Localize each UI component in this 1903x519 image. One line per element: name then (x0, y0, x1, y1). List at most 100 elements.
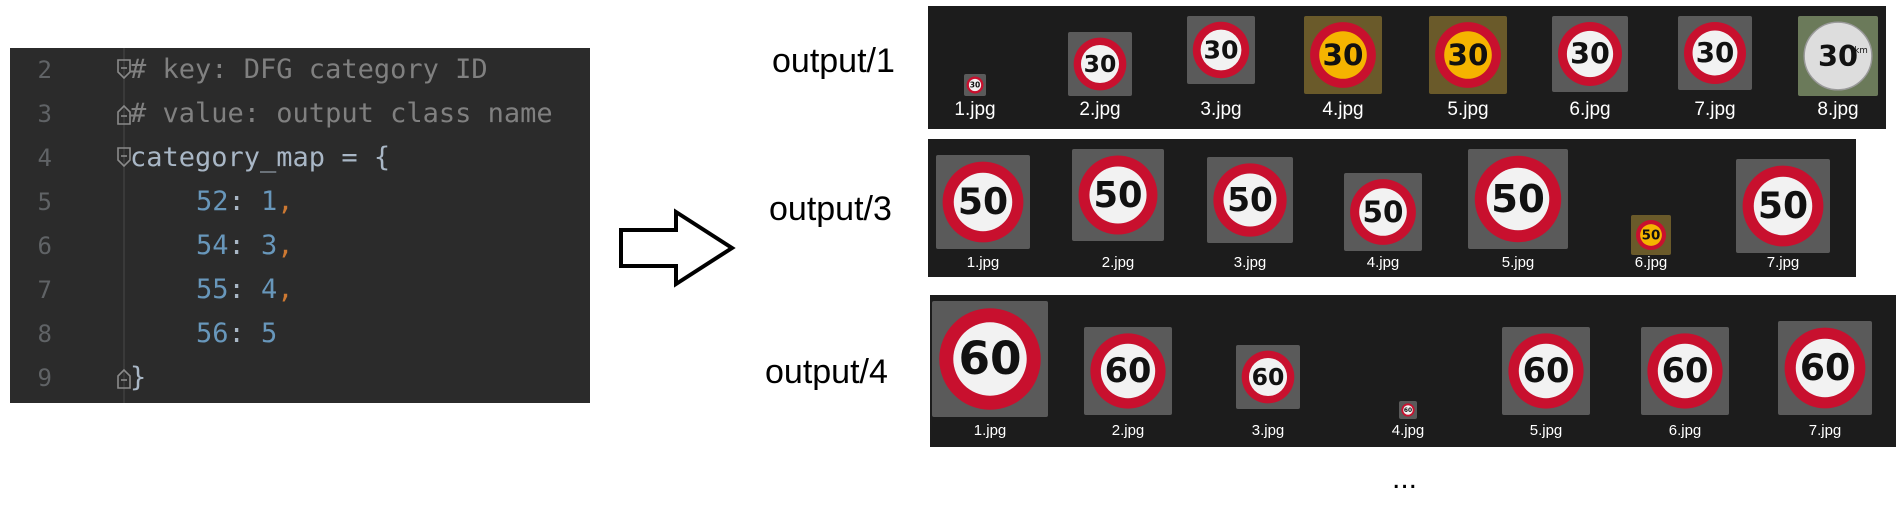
code-line: 9 } (10, 356, 590, 400)
file-thumbnail[interactable]: 50 5.jpg (1468, 139, 1568, 277)
file-name-label: 3.jpg (1251, 422, 1285, 439)
map-value: 3 (261, 230, 278, 261)
speed-limit-sign-icon: 60 (1241, 350, 1295, 404)
file-name-label: 6.jpg (1569, 99, 1611, 120)
code-colon: : (228, 274, 262, 305)
sign-speed-text: 30 (1570, 37, 1610, 71)
code-brace: { (373, 142, 391, 173)
file-name-label: 7.jpg (1694, 99, 1736, 120)
file-thumbnail[interactable]: 30 7.jpg (1665, 6, 1765, 129)
map-key: 52 (196, 186, 229, 217)
folder-label-output-4: output/4 (765, 353, 888, 391)
file-name-label: 8.jpg (1817, 99, 1859, 120)
sign-speed-text: 50 (1758, 184, 1808, 227)
speed-limit-sign-icon: 30 (1558, 22, 1622, 86)
speed-limit-sign-icon: 60 (1401, 403, 1415, 417)
file-thumbnail[interactable]: 30 2.jpg (1050, 6, 1150, 129)
line-number: 2 (37, 56, 52, 84)
code-colon: : (228, 230, 262, 261)
file-thumbnail[interactable]: 60 5.jpg (1496, 295, 1596, 447)
file-name-label: 1.jpg (966, 254, 1000, 271)
speed-limit-sign-icon: 50 (1742, 165, 1824, 247)
file-thumbnail[interactable]: 50 7.jpg (1733, 139, 1833, 277)
fold-start-icon[interactable] (115, 58, 133, 82)
fold-end-icon[interactable] (115, 102, 133, 126)
file-name-label: 3.jpg (1200, 99, 1242, 120)
fold-end-icon[interactable] (115, 366, 133, 390)
line-number: 8 (37, 320, 52, 348)
file-name-label: 7.jpg (1766, 254, 1800, 271)
more-folders-ellipsis: ... (1392, 462, 1418, 495)
sign-unit-text: km (1854, 46, 1867, 56)
speed-limit-sign-icon: 30 (1310, 22, 1376, 88)
fold-start-icon[interactable] (115, 146, 133, 170)
file-thumbnail[interactable]: 60 1.jpg (932, 295, 1048, 447)
sign-speed-text: 60 (1404, 408, 1412, 414)
sign-speed-text: 50 (1491, 177, 1545, 222)
folder-label-output-3: output/3 (769, 190, 892, 228)
speed-limit-sign-icon: 60 (1090, 333, 1166, 409)
speed-limit-sign-icon: 50 (1078, 155, 1158, 235)
file-thumbnail[interactable]: 60 3.jpg (1218, 295, 1318, 447)
sign-speed-text: 60 (1662, 351, 1709, 390)
file-thumbnail[interactable]: 50 1.jpg (933, 139, 1033, 277)
speed-limit-sign-icon: 30 (1192, 21, 1250, 79)
file-thumbnail[interactable]: 50 2.jpg (1068, 139, 1168, 277)
sign-speed-text: 30 (1203, 35, 1238, 64)
code-brace: } (130, 362, 147, 393)
sign-speed-text: 30 (1084, 50, 1117, 78)
sign-speed-text: 60 (1523, 351, 1570, 390)
code-comment: # value: output class name (130, 98, 553, 129)
file-thumbnail[interactable]: 50 4.jpg (1333, 139, 1433, 277)
sign-speed-text: 60 (1800, 346, 1850, 389)
file-name-label: 2.jpg (1101, 254, 1135, 271)
sign-speed-text: 30 (1323, 38, 1364, 72)
file-name-label: 2.jpg (1079, 99, 1121, 120)
file-name-label: 5.jpg (1501, 254, 1535, 271)
speed-limit-sign-icon: 50 (1213, 163, 1287, 237)
speed-limit-sign-icon: 30 (1435, 22, 1501, 88)
fold-guide-line (123, 48, 125, 403)
folder-label-output-1: output/1 (772, 42, 895, 80)
file-name-label: 6.jpg (1634, 254, 1668, 271)
sign-speed-text: 30 (1696, 36, 1735, 69)
sign-speed-text: 60 (1105, 351, 1152, 390)
file-name-label: 4.jpg (1366, 254, 1400, 271)
speed-limit-sign-icon: 50 (1474, 155, 1562, 243)
file-thumbnail[interactable]: 60 6.jpg (1635, 295, 1735, 447)
file-name-label: 5.jpg (1529, 422, 1563, 439)
file-name-label: 7.jpg (1808, 422, 1842, 439)
file-thumbnail[interactable]: 30 3.jpg (1171, 6, 1271, 129)
code-comma: , (277, 186, 294, 217)
line-number: 9 (37, 364, 52, 392)
file-name-label: 6.jpg (1668, 422, 1702, 439)
speed-limit-sign-icon: 50 (1350, 179, 1416, 245)
line-number: 3 (37, 100, 52, 128)
map-value: 4 (261, 274, 278, 305)
code-line: 7 55: 4, (10, 268, 590, 312)
line-number: 7 (37, 276, 52, 304)
speed-limit-sign-icon: 30 (1073, 37, 1127, 91)
speed-limit-sign-icon: 60 (939, 308, 1041, 410)
sign-speed-text: 60 (958, 332, 1021, 385)
speed-limit-sign-icon: 30 (966, 76, 984, 94)
code-colon: : (228, 186, 262, 217)
code-comment: # key: DFG category ID (130, 54, 488, 85)
file-name-label: 1.jpg (973, 422, 1007, 439)
file-thumbnail[interactable]: 30 6.jpg (1540, 6, 1640, 129)
code-identifier: category_map (130, 142, 326, 173)
speed-limit-sign-icon: 60 (1647, 333, 1723, 409)
sign-speed-text: 30 (1818, 39, 1858, 73)
file-thumbnail[interactable]: 60 7.jpg (1775, 295, 1875, 447)
code-line: 4 category_map = { (10, 136, 590, 180)
speed-limit-sign-icon: 50 (942, 161, 1024, 243)
